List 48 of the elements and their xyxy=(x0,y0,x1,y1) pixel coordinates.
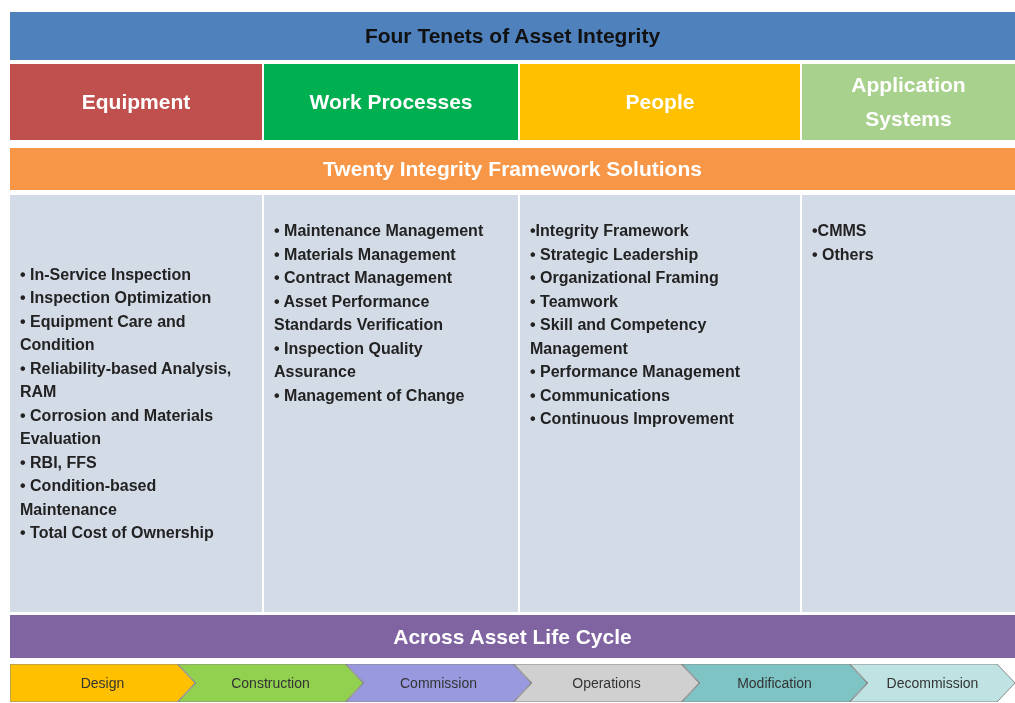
list-item: • In-Service Inspection xyxy=(20,264,192,285)
content-panel xyxy=(10,195,262,612)
list-item: • Contract Management xyxy=(274,268,454,288)
band-title: Twenty Integrity Framework Solutions xyxy=(322,156,703,182)
header-band xyxy=(10,12,1015,60)
list-item: • Asset Performance Standards Verification xyxy=(274,291,444,335)
list-item: • Skill and Competency Management xyxy=(530,315,708,359)
header-band xyxy=(264,64,518,140)
list-item: • Communications xyxy=(530,385,671,406)
stage-label: Modification xyxy=(737,675,812,691)
list-item: • RBI, FFS xyxy=(20,452,98,473)
list-item: • Condition-based Maintenance xyxy=(20,476,158,520)
header-band xyxy=(10,148,1015,190)
band-title: Across Asset Life Cycle xyxy=(392,623,633,650)
list-item: • Total Cost of Ownership xyxy=(20,523,215,543)
list-item: •Integrity Framework xyxy=(530,221,690,241)
stage-label: Design xyxy=(80,675,125,691)
list-item: • Reliability-based Analysis, RAM xyxy=(20,358,233,402)
list-item: • Equipment Care and Condition xyxy=(20,311,187,355)
list-item: • Management of Change xyxy=(274,385,466,406)
band-title: People xyxy=(624,89,696,115)
header-band xyxy=(10,615,1015,658)
list-item: • Materials Management xyxy=(274,244,457,265)
content-panel xyxy=(520,195,800,612)
content-panel xyxy=(264,195,518,612)
list-item: • Organizational Framing xyxy=(530,268,720,288)
stage-label: Decommission xyxy=(886,675,979,691)
list-item: • Performance Management xyxy=(530,362,742,382)
band-title: Work Processes xyxy=(308,89,474,115)
list-item: • Teamwork xyxy=(530,291,619,312)
list-item: • Corrosion and Materials Evaluation xyxy=(20,405,215,449)
band-title: Application Systems xyxy=(850,72,967,132)
list-item: • Continuous Improvement xyxy=(530,409,735,429)
header-band xyxy=(802,64,1015,140)
header-band xyxy=(520,64,800,140)
stage-label: Construction xyxy=(231,675,310,691)
header-band xyxy=(10,64,262,140)
list-item: • Inspection Quality Assurance xyxy=(274,338,424,382)
list-item: • Maintenance Management xyxy=(274,221,485,241)
content-panel xyxy=(802,195,1015,612)
list-item: • Strategic Leadership xyxy=(530,244,700,265)
list-item: • Inspection Optimization xyxy=(20,288,213,308)
stage-label: Commission xyxy=(400,675,477,691)
band-title: Four Tenets of Asset Integrity xyxy=(363,23,662,49)
list-item: • Others xyxy=(812,244,875,265)
stage-label: Operations xyxy=(572,675,641,691)
band-title: Equipment xyxy=(80,89,192,115)
list-item: •CMMS xyxy=(812,221,868,241)
